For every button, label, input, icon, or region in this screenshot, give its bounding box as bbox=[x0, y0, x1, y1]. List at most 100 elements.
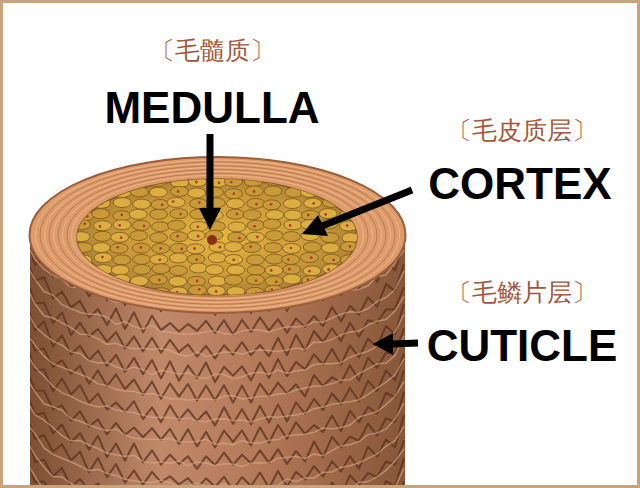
pigment-dot bbox=[195, 258, 198, 261]
pigment-dot bbox=[177, 190, 180, 193]
cortex-cell bbox=[284, 220, 302, 230]
fibre-ring bbox=[49, 166, 386, 305]
cortex-cell bbox=[247, 265, 265, 275]
cortex-area bbox=[77, 179, 357, 295]
pigment-dot bbox=[256, 236, 259, 239]
pigment-dot bbox=[238, 237, 241, 240]
pigment-dot bbox=[120, 214, 123, 217]
cortex-cell bbox=[226, 199, 244, 209]
pigment-dot bbox=[310, 256, 313, 259]
cortex-cell bbox=[265, 276, 283, 286]
pigment-dot bbox=[83, 222, 86, 225]
cortex-cell bbox=[190, 263, 208, 273]
cortex-cell bbox=[227, 287, 245, 297]
scale-highlight bbox=[26, 439, 404, 488]
cortex-cell bbox=[72, 232, 90, 242]
cortex-cell bbox=[74, 285, 92, 295]
cortex-cell bbox=[113, 220, 131, 230]
cortex-cell bbox=[284, 210, 302, 220]
cortex-cell bbox=[228, 232, 246, 242]
pigment-dot bbox=[253, 225, 256, 228]
cortex-cell bbox=[304, 198, 322, 208]
cortex-cell bbox=[167, 197, 185, 207]
pigment-dot bbox=[371, 259, 374, 262]
pigment-dot bbox=[121, 191, 124, 194]
cortex-cell bbox=[247, 220, 265, 230]
pigment-dot bbox=[310, 180, 313, 183]
arrow-head bbox=[373, 333, 393, 355]
cortex-cell bbox=[282, 255, 300, 265]
cortex-cell bbox=[265, 254, 283, 264]
pigment-dot bbox=[118, 278, 121, 281]
cortex-cell bbox=[168, 220, 186, 230]
cortex-cell bbox=[169, 287, 187, 297]
cortex-cell bbox=[319, 275, 337, 285]
pigment-dot bbox=[219, 246, 222, 249]
cortex-cell bbox=[302, 276, 320, 286]
cortex-cell bbox=[243, 210, 261, 220]
cortex-cell bbox=[94, 231, 112, 241]
cortex-cell bbox=[92, 178, 110, 188]
pigment-dot bbox=[158, 258, 161, 261]
cortex-cell bbox=[283, 274, 301, 284]
cortex-cell bbox=[320, 287, 338, 297]
scale-edge bbox=[26, 429, 404, 488]
cortex-cell bbox=[300, 176, 318, 186]
cortex-cell bbox=[282, 232, 300, 242]
cortex-cell bbox=[152, 288, 170, 298]
cortex-cell bbox=[228, 222, 246, 232]
cortex-cell bbox=[358, 231, 376, 241]
cortex-cell bbox=[149, 187, 167, 197]
cortex-arrow bbox=[322, 190, 412, 226]
pigment-dot bbox=[197, 235, 200, 238]
fibre-ring bbox=[40, 162, 395, 308]
cortex-cell bbox=[358, 286, 376, 296]
fibre-ring bbox=[54, 168, 382, 303]
cortex-cell bbox=[208, 276, 226, 286]
hair-top bbox=[30, 157, 406, 313]
cortex-cell bbox=[208, 253, 226, 263]
cortex-cell bbox=[73, 220, 91, 230]
cortex-cell bbox=[302, 288, 320, 298]
pigment-dot bbox=[270, 288, 273, 291]
pigment-dot bbox=[193, 247, 196, 250]
cortex-cell bbox=[189, 285, 207, 295]
cortex-cell bbox=[300, 187, 318, 197]
pigment-dot bbox=[308, 270, 311, 273]
chinese-part-name: 〔毛鳞片层〕 bbox=[447, 280, 597, 305]
cortex-cell bbox=[224, 242, 242, 252]
cortex-cell bbox=[341, 264, 359, 274]
cortex-cell bbox=[224, 177, 242, 187]
cortex-cell bbox=[94, 221, 112, 231]
pigment-dot bbox=[136, 180, 139, 183]
pigment-dot bbox=[176, 291, 179, 294]
part-name: CUTICLE bbox=[427, 324, 618, 368]
pigment-dot bbox=[275, 281, 278, 284]
cortex-cell bbox=[281, 176, 299, 186]
pigment-dot bbox=[116, 246, 119, 249]
pigment-dot bbox=[197, 225, 200, 228]
cortex-cell bbox=[341, 177, 359, 187]
cortex-cell bbox=[205, 265, 223, 275]
cortex-cell bbox=[264, 243, 282, 253]
cortex-cell bbox=[224, 275, 242, 285]
pigment-dot bbox=[215, 290, 218, 293]
pigment-dot bbox=[249, 245, 252, 248]
pigment-dot bbox=[143, 225, 146, 228]
cortex-cell bbox=[74, 200, 92, 210]
cortex-cell bbox=[190, 199, 208, 209]
pigment-dot bbox=[346, 224, 349, 227]
pigment-dot bbox=[161, 203, 164, 206]
scale-highlight bbox=[26, 352, 404, 422]
pigment-dot bbox=[81, 289, 84, 292]
cortex-cell bbox=[112, 286, 130, 296]
cortex-cell bbox=[323, 197, 341, 207]
medulla-arrow bbox=[207, 134, 214, 210]
cortex-cell bbox=[76, 211, 94, 221]
scale-highlight bbox=[26, 309, 404, 379]
cortex-cell bbox=[74, 186, 92, 196]
cortex-cell bbox=[113, 255, 131, 265]
cortex-cell bbox=[133, 265, 151, 275]
pigment-dot bbox=[368, 280, 371, 283]
